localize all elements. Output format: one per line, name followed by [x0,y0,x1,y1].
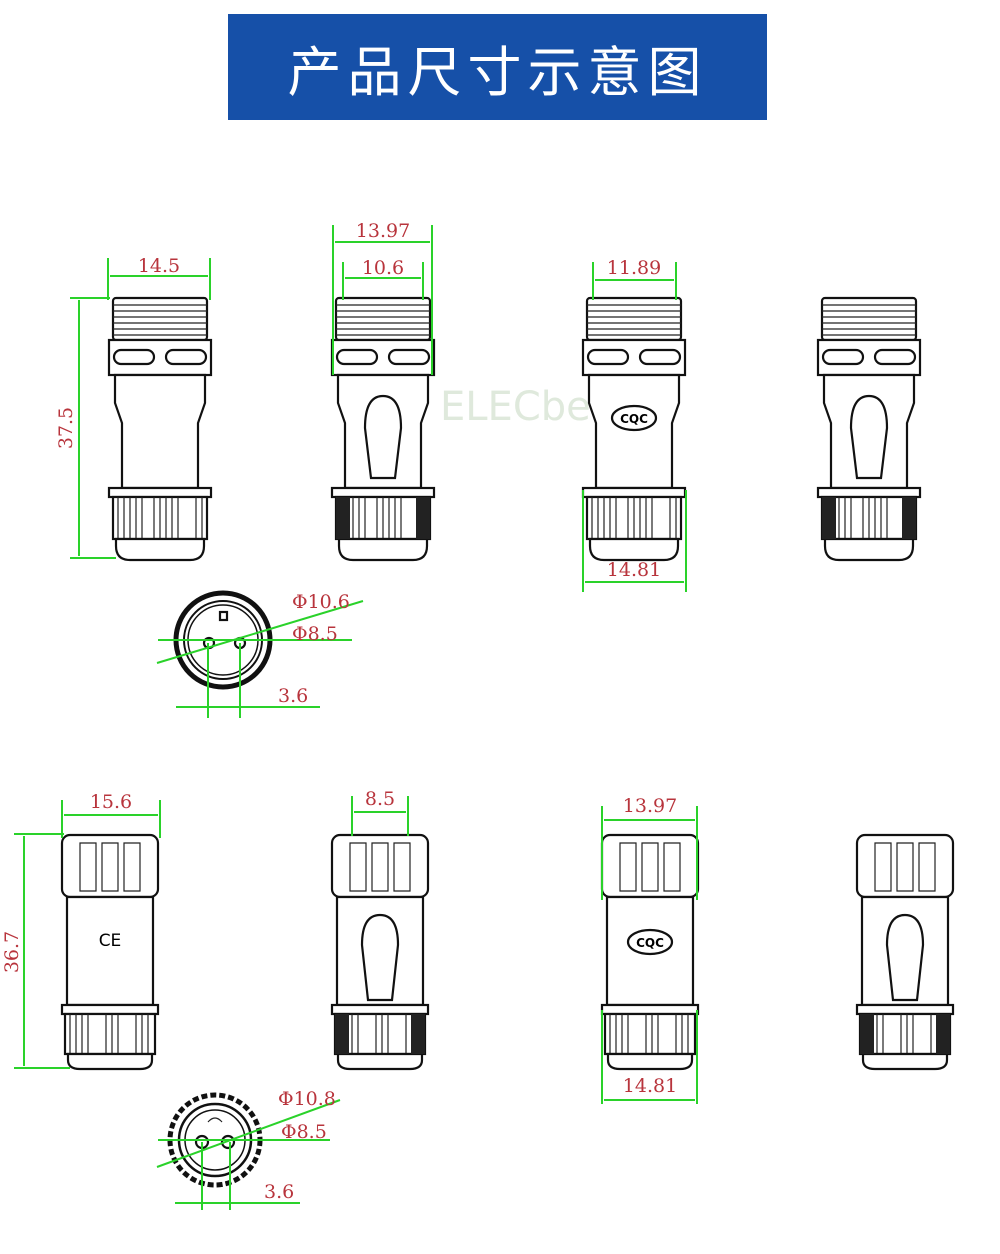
dim-female-length: 36.7 [1,833,70,1069]
dim-outer-diameter: Φ10.6 [292,591,350,613]
male-front-view [107,296,213,562]
svg-text:14.81: 14.81 [607,559,661,581]
male-end-view: Φ10.6 Φ8.5 3.6 [156,590,364,718]
dim-female-nut-width: 15.6 [61,791,161,838]
svg-text:13.97: 13.97 [356,220,410,242]
watermark: ELECbee [440,384,615,430]
svg-text:14.81: 14.81 [623,1075,677,1097]
dim-pin-spacing: 3.6 [264,1181,294,1203]
female-side-view-2 [857,835,953,1069]
dim-male-length: 37.5 [55,297,116,559]
female-front-view: CE [60,833,160,1071]
dim-inner-diameter: Φ8.5 [292,623,338,645]
dim-inner-width: 10.6 [342,257,424,300]
svg-text:36.7: 36.7 [1,931,23,973]
svg-text:13.97: 13.97 [623,795,677,817]
dim-inner-diameter: Φ8.5 [281,1121,327,1143]
svg-text:14.5: 14.5 [138,255,180,277]
dim-pin-spacing: 3.6 [278,685,308,707]
dim-nut-width: 14.81 [582,490,687,592]
male-side-view-2 [818,298,920,560]
dim-front-width: 8.5 [351,788,409,836]
female-end-view: Φ10.8 Φ8.5 3.6 [156,1088,341,1210]
ce-mark: CE [99,931,122,951]
cqc-badge: CQC [636,936,664,950]
dim-thread-width-angled: 11.89 [592,257,677,300]
cqc-badge: CQC [620,412,648,426]
male-side-view-1 [332,298,434,560]
svg-text:15.6: 15.6 [90,791,132,813]
svg-text:10.6: 10.6 [362,257,404,279]
dim-female-outer-width: 13.97 [601,795,698,900]
dim-outer-width: 13.97 [332,220,433,375]
female-side-view-1 [332,835,428,1069]
dim-thread-width: 14.5 [107,255,211,300]
svg-text:37.5: 37.5 [55,407,77,449]
dim-outer-diameter: Φ10.8 [278,1088,336,1110]
dim-rear-nut-width: 14.81 [601,1010,698,1104]
banner-title: 产品尺寸示意图 [287,40,708,104]
male-badge-view: CQC [581,296,687,562]
svg-text:8.5: 8.5 [365,788,395,810]
title-banner: 产品尺寸示意图 [228,14,767,120]
svg-text:11.89: 11.89 [607,257,661,279]
female-badge-view: CQC [600,833,700,1071]
